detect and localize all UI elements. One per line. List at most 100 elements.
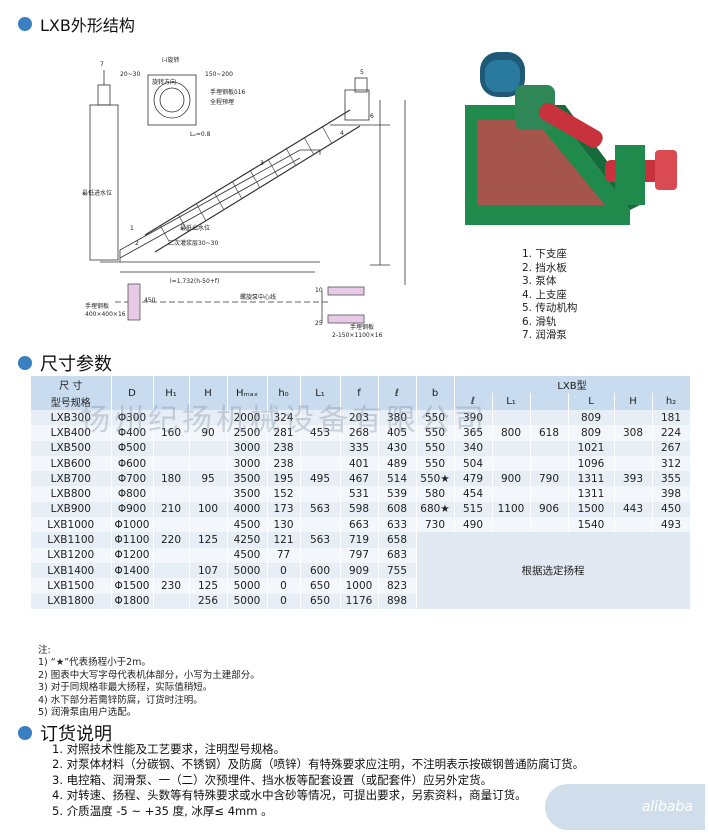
legend-item: 5. 传动机构 — [522, 302, 578, 314]
value-cell: 1500 — [568, 501, 615, 518]
header-L: L — [568, 393, 615, 410]
value-cell: 0 — [267, 593, 301, 609]
value-cell: 550 — [416, 440, 455, 456]
value-cell: Φ1400 — [111, 562, 154, 579]
machine-photo — [465, 52, 677, 225]
model-cell: LXB800 — [31, 486, 112, 502]
value-cell: 495 — [300, 471, 341, 487]
value-cell: 479 — [454, 471, 493, 487]
value-cell: Φ400 — [111, 425, 154, 441]
value-cell — [153, 517, 190, 533]
value-cell — [300, 455, 341, 472]
value-cell — [300, 486, 341, 502]
header-b: b — [416, 376, 455, 410]
value-cell: 539 — [378, 486, 417, 502]
notes-title: 注: — [38, 645, 51, 656]
value-cell: 152 — [267, 486, 301, 502]
value-cell: 454 — [454, 486, 493, 502]
value-cell — [614, 455, 653, 472]
label-5: 5 — [360, 69, 364, 76]
label-grout: 二次灌浆层30~30 — [168, 239, 218, 247]
value-cell: 2500 — [227, 425, 268, 441]
value-cell: 281 — [267, 425, 301, 441]
value-cell — [614, 410, 653, 426]
value-cell — [492, 410, 531, 426]
value-cell — [153, 547, 190, 563]
value-cell: 467 — [340, 471, 379, 487]
value-cell: 4500 — [227, 547, 268, 563]
value-cell: 405 — [378, 425, 417, 441]
label-i1: i-i旋转 — [162, 56, 180, 64]
header-lxb: LXB型 — [454, 376, 691, 393]
value-cell: 1021 — [568, 440, 615, 456]
legend-item: 3. 泵体 — [522, 275, 557, 287]
value-cell: 230 — [153, 578, 190, 594]
value-cell: 5000 — [227, 562, 268, 579]
value-cell: 809 — [568, 425, 615, 441]
label-rotate-dir: 旋转方向 — [152, 78, 176, 86]
value-cell: 380 — [378, 410, 417, 426]
value-cell: 550 — [416, 425, 455, 441]
label-3: 3 — [260, 160, 264, 167]
value-cell: 658 — [378, 532, 417, 548]
value-cell: 490 — [454, 517, 493, 533]
label-water-level: 最低进水位 — [82, 189, 112, 197]
order-item: 5. 介质温度 -5 ~ +35 度, 冰厚≤ 4mm 。 — [52, 803, 273, 818]
label-embed-size: 400×400×16 — [85, 311, 126, 318]
value-cell: 898 — [378, 593, 417, 609]
header-model: 型号规格 — [31, 393, 112, 410]
model-cell: LXB700 — [31, 471, 112, 487]
model-cell: LXB600 — [31, 455, 112, 472]
model-cell: LXB1000 — [31, 517, 112, 533]
label-lowest-water: 最低出水位 — [180, 224, 210, 232]
value-cell — [614, 517, 653, 533]
value-cell: 5000 — [227, 578, 268, 594]
order-item: 4. 对转速、扬程、头数等有特殊要求或水中含砂等情况，可提出要求，另索资料，商量… — [52, 788, 527, 803]
value-cell: 663 — [340, 517, 379, 533]
header-l-spacer — [530, 393, 569, 410]
legend-item: 7. 润滑泵 — [522, 329, 567, 341]
alibaba-watermark: alibaba — [545, 784, 705, 830]
value-cell — [300, 517, 341, 533]
section-title-text: 订货说明 — [40, 724, 112, 745]
model-cell: LXB1400 — [31, 562, 112, 579]
label-2: 2 — [135, 240, 139, 247]
value-cell: Φ500 — [111, 440, 154, 456]
value-cell — [492, 517, 531, 533]
value-cell: 809 — [568, 410, 615, 426]
value-cell: 5000 — [227, 593, 268, 609]
value-cell — [189, 440, 228, 456]
value-cell: 515 — [454, 501, 493, 518]
value-cell: 563 — [300, 532, 341, 548]
value-cell: 531 — [340, 486, 379, 502]
value-cell: 181 — [652, 410, 691, 426]
value-cell: Φ1500 — [111, 578, 154, 594]
value-cell: 800 — [492, 425, 531, 441]
model-cell: LXB1100 — [31, 532, 112, 548]
header-Hmax: Hₘₐₓ — [227, 376, 268, 410]
header-L1: L₁ — [300, 376, 341, 410]
value-cell: 210 — [153, 501, 190, 518]
value-cell — [189, 455, 228, 472]
value-cell: 390 — [454, 410, 493, 426]
value-cell: 2000 — [227, 410, 268, 426]
section-bullet-icon — [18, 356, 32, 370]
value-cell: 563 — [300, 501, 341, 518]
choose-by-head-cell: 根据选定扬程 — [416, 532, 691, 609]
value-cell: 906 — [530, 501, 569, 518]
label-dim-10: 10 — [315, 287, 323, 294]
label-4: 4 — [340, 130, 344, 137]
value-cell: 238 — [267, 455, 301, 472]
model-cell: LXB1800 — [31, 593, 112, 609]
value-cell: 443 — [614, 501, 653, 518]
value-cell — [153, 410, 190, 426]
legend-item: 4. 上支座 — [522, 288, 567, 301]
value-cell: 4500 — [227, 517, 268, 533]
model-cell: LXB400 — [31, 425, 112, 441]
value-cell — [300, 410, 341, 426]
